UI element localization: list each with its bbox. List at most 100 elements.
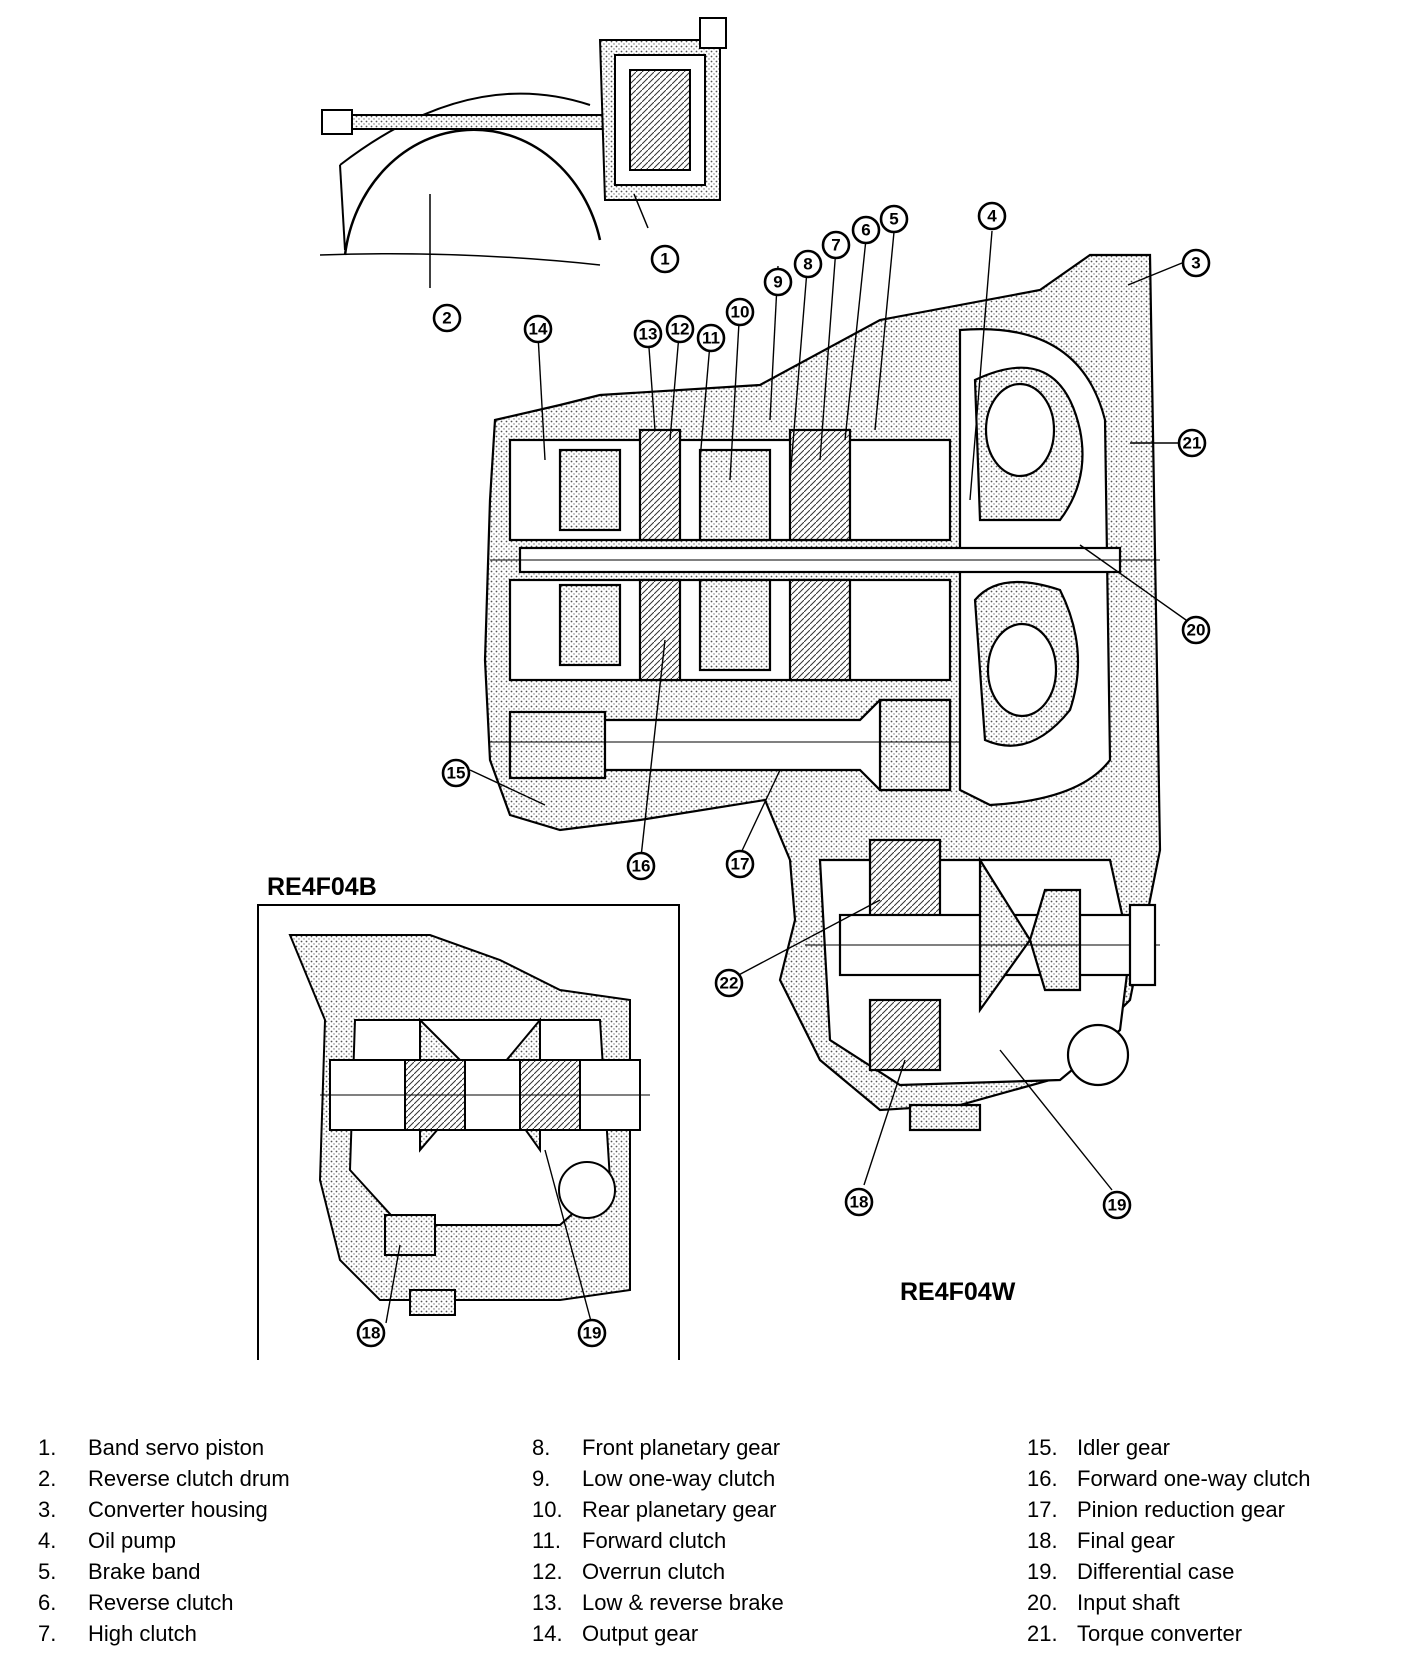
legend-item: 4. Oil pump bbox=[38, 1525, 458, 1556]
svg-text:14: 14 bbox=[529, 320, 548, 339]
legend-number: 19. bbox=[1027, 1559, 1058, 1584]
legend-number: 3. bbox=[38, 1497, 57, 1522]
legend-number: 9. bbox=[532, 1466, 551, 1491]
legend-column-1: 1. Band servo piston 2. Reverse clutch dru… bbox=[38, 1432, 458, 1649]
legend-item: 14. Output gear bbox=[532, 1618, 952, 1649]
callout-1: 1 bbox=[650, 244, 680, 274]
legend-item: 2. Reverse clutch drum bbox=[38, 1463, 458, 1494]
legend-label: Converter housing bbox=[88, 1497, 268, 1522]
legend-number: 10. bbox=[532, 1497, 563, 1522]
svg-text:7: 7 bbox=[831, 236, 840, 255]
svg-text:20: 20 bbox=[1187, 621, 1206, 640]
svg-text:18: 18 bbox=[850, 1193, 869, 1212]
svg-text:16: 16 bbox=[632, 857, 651, 876]
legend-item: 3. Converter housing bbox=[38, 1494, 458, 1525]
callout-11: 11 bbox=[696, 323, 726, 353]
legend-item: 17.Pinion reduction gear bbox=[1027, 1494, 1397, 1525]
svg-text:4: 4 bbox=[987, 207, 997, 226]
legend-number: 4. bbox=[38, 1528, 57, 1553]
svg-text:8: 8 bbox=[803, 255, 812, 274]
legend-number: 2. bbox=[38, 1466, 57, 1491]
inset-model-label: RE4F04B bbox=[267, 873, 377, 901]
legend-item: 1. Band servo piston bbox=[38, 1432, 458, 1463]
legend-label: Torque converter bbox=[1077, 1621, 1243, 1646]
leader-lines bbox=[469, 230, 1187, 1191]
legend-item: 11. Forward clutch bbox=[532, 1525, 952, 1556]
legend-label: Rear planetary gear bbox=[582, 1497, 777, 1522]
legend-label: Final gear bbox=[1077, 1528, 1175, 1553]
legend-item: 16. Forward one-way clutch bbox=[1027, 1463, 1397, 1494]
legend-number: 1. bbox=[38, 1435, 57, 1460]
legend-item: 8. Front planetary gear bbox=[532, 1432, 952, 1463]
callout-2: 2 bbox=[432, 303, 462, 333]
legend-item: 20.Input shaft bbox=[1027, 1587, 1397, 1618]
legend-label: Reverse clutch bbox=[88, 1590, 234, 1615]
transaxle-cross-section-diagram: RE4F04B RE4F04W 1 2 3 4 5 6 7 8 9 10 11 … bbox=[257, 17, 1211, 1360]
callout-19: 19 bbox=[1102, 1190, 1132, 1220]
legend-label: Oil pump bbox=[88, 1528, 177, 1553]
legend-item: 5. Brake band bbox=[38, 1556, 458, 1587]
band-servo-detail bbox=[319, 17, 727, 288]
legend-number: 11. bbox=[532, 1528, 561, 1553]
legend-item: 6. Reverse clutch bbox=[38, 1587, 458, 1618]
svg-text:9: 9 bbox=[773, 273, 782, 292]
legend-column-3: 15.Idler gear 16.Forward one-way clutch … bbox=[1027, 1432, 1397, 1649]
callout-20: 20 bbox=[1181, 615, 1211, 645]
svg-text:19: 19 bbox=[1108, 1196, 1127, 1215]
legend-label: Idler gear bbox=[1077, 1435, 1170, 1460]
legend-number: 16. bbox=[1027, 1466, 1058, 1491]
svg-text:3: 3 bbox=[1191, 254, 1200, 273]
legend-label: Input shaft bbox=[1077, 1590, 1180, 1615]
legend-label: Overrun clutch bbox=[582, 1559, 726, 1584]
inset-differential-drawing bbox=[288, 934, 650, 1326]
legend-item: 10. Rear planetary gear bbox=[532, 1494, 952, 1525]
legend-number: 8. bbox=[532, 1435, 551, 1460]
svg-text:21: 21 bbox=[1183, 434, 1202, 453]
legend-column-2: 8. Front planetary gear 9.Low one-way clu… bbox=[532, 1432, 952, 1649]
legend-label: Reverse clutch drum bbox=[88, 1466, 290, 1491]
inset-callout-19: 19 bbox=[577, 1318, 607, 1348]
legend-item: 21.Torque converter bbox=[1027, 1618, 1397, 1649]
callout-17: 17 bbox=[725, 849, 755, 879]
legend-label: Band servo piston bbox=[88, 1435, 265, 1460]
callout-16: 16 bbox=[626, 851, 656, 881]
svg-text:17: 17 bbox=[731, 855, 750, 874]
callout-14: 14 bbox=[523, 314, 553, 344]
legend-number: 5. bbox=[38, 1559, 57, 1584]
legend-item: 19. Differential case bbox=[1027, 1556, 1397, 1587]
legend-label: Forward clutch bbox=[582, 1528, 727, 1553]
callout-9: 9 bbox=[763, 267, 793, 297]
legend-item: 9.Low one-way clutch bbox=[532, 1463, 952, 1494]
svg-text:11: 11 bbox=[702, 329, 720, 348]
svg-text:6: 6 bbox=[861, 221, 870, 240]
svg-text:10: 10 bbox=[731, 303, 750, 322]
legend-number: 6. bbox=[38, 1590, 57, 1615]
callout-18: 18 bbox=[844, 1187, 874, 1217]
legend-number: 18. bbox=[1027, 1528, 1058, 1553]
callout-10: 10 bbox=[725, 297, 755, 327]
legend-label: Low & reverse brake bbox=[582, 1590, 784, 1615]
svg-text:2: 2 bbox=[442, 309, 451, 328]
callout-13: 13 bbox=[633, 319, 663, 349]
svg-text:13: 13 bbox=[639, 325, 658, 344]
legend-number: 15. bbox=[1027, 1435, 1058, 1460]
legend-item: 12.Overrun clutch bbox=[532, 1556, 952, 1587]
legend-number: 13. bbox=[532, 1590, 563, 1615]
legend-label: Differential case bbox=[1077, 1559, 1235, 1584]
legend-label: Front planetary gear bbox=[582, 1435, 781, 1460]
callout-7: 7 bbox=[821, 230, 851, 260]
transaxle-main-body bbox=[483, 253, 1162, 1132]
callout-8: 8 bbox=[793, 249, 823, 279]
legend-item: 13. Low & reverse brake bbox=[532, 1587, 952, 1618]
legend-label: Brake band bbox=[88, 1559, 201, 1584]
legend-label: Output gear bbox=[582, 1621, 699, 1646]
svg-text:1: 1 bbox=[660, 250, 669, 269]
legend-label: Forward one-way clutch bbox=[1077, 1466, 1311, 1491]
callout-21: 21 bbox=[1177, 428, 1207, 458]
svg-text:19: 19 bbox=[583, 1324, 602, 1343]
callout-15: 15 bbox=[441, 758, 471, 788]
legend-number: 14. bbox=[532, 1621, 563, 1646]
legend-label: Pinion reduction gear bbox=[1077, 1497, 1285, 1522]
legend-label: High clutch bbox=[88, 1621, 197, 1646]
callout-4: 4 bbox=[977, 201, 1007, 231]
